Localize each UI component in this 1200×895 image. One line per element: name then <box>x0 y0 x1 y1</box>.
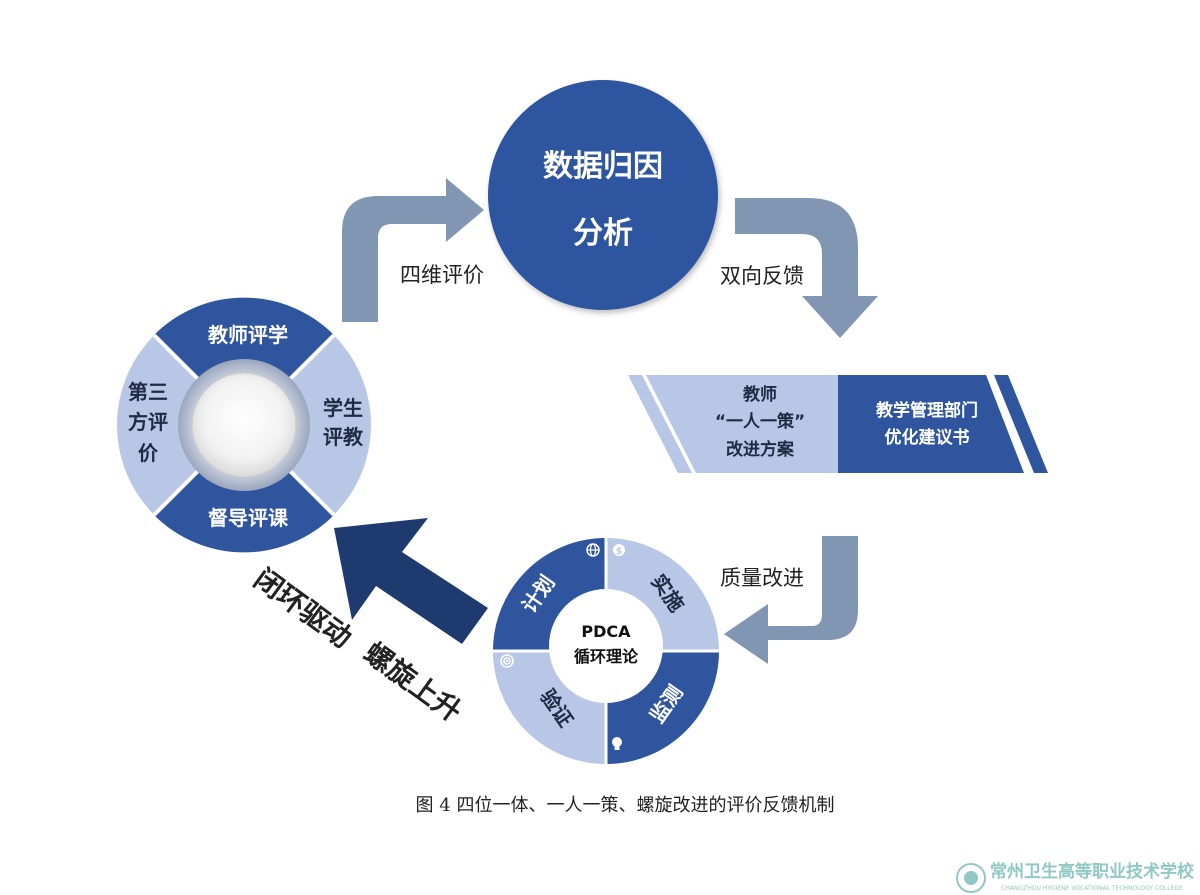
wheel-label-third-party-line2: 方评 <box>128 410 168 434</box>
banner-teacher-plan <box>646 375 838 473</box>
label-quality-improvement: 质量改进 <box>720 566 804 590</box>
analysis-title-line2: 分析 <box>573 216 633 251</box>
banner-right-line1: 教学管理部门 <box>875 400 978 421</box>
arrow-loop-drive <box>334 518 488 644</box>
label-four-dimension: 四维评价 <box>400 263 484 287</box>
school-seal-icon <box>956 863 986 893</box>
banner-left-line2: “一人一策” <box>715 411 805 432</box>
school-name: 常州卫生高等职业技术学校 <box>990 861 1195 882</box>
school-logo: 常州卫生高等职业技术学校 CHANGZHOU HYGIENE VOCATIONA… <box>956 861 1195 893</box>
wheel-label-teacher: 教师评学 <box>208 323 288 347</box>
lightbulb-icon <box>612 737 622 750</box>
wheel-label-student-line2: 评教 <box>323 425 364 449</box>
label-two-way-feedback: 双向反馈 <box>720 264 804 288</box>
improvement-banner <box>628 375 1048 473</box>
label-closed-loop: 闭环驱动 <box>248 562 358 655</box>
evaluation-wheel <box>117 297 371 553</box>
analysis-title-line1: 数据归因 <box>543 149 663 184</box>
pdca-center-disc <box>549 589 663 703</box>
wheel-label-student-line1: 学生 <box>323 396 363 420</box>
figure-caption: 图 4 四位一体、一人一策、螺旋改进的评价反馈机制 <box>416 795 835 816</box>
school-subtitle: CHANGZHOU HYGIENE VOCATIONAL TECHNOLOGY … <box>1001 885 1183 892</box>
banner-left-line3: 改进方案 <box>726 439 795 460</box>
pdca-center-subtitle: 循环理论 <box>574 647 639 666</box>
globe-icon <box>586 543 600 557</box>
data-analysis-node <box>488 80 718 310</box>
arrow-analysis-to-banner <box>735 198 878 338</box>
banner-right-line2: 优化建议书 <box>885 427 970 448</box>
label-spiral-up: 螺旋上升 <box>358 636 468 729</box>
pdca-center-title: PDCA <box>581 622 631 641</box>
wheel-label-third-party-line1: 第三 <box>128 380 168 404</box>
target-icon <box>500 654 514 668</box>
pdca-wheel <box>493 538 719 764</box>
arrow-banner-to-pdca <box>724 536 858 664</box>
wheel-label-supervisor: 督导评课 <box>208 506 289 530</box>
dollar-icon: $ <box>613 544 625 557</box>
banner-left-line1: 教师 <box>742 384 777 405</box>
arrow-evaluate-to-analysis <box>342 178 484 322</box>
banner-dept-proposal <box>838 375 1024 473</box>
wheel-label-third-party-line3: 价 <box>138 441 159 465</box>
wheel-center-disc <box>191 372 297 478</box>
svg-text:$: $ <box>616 547 622 557</box>
